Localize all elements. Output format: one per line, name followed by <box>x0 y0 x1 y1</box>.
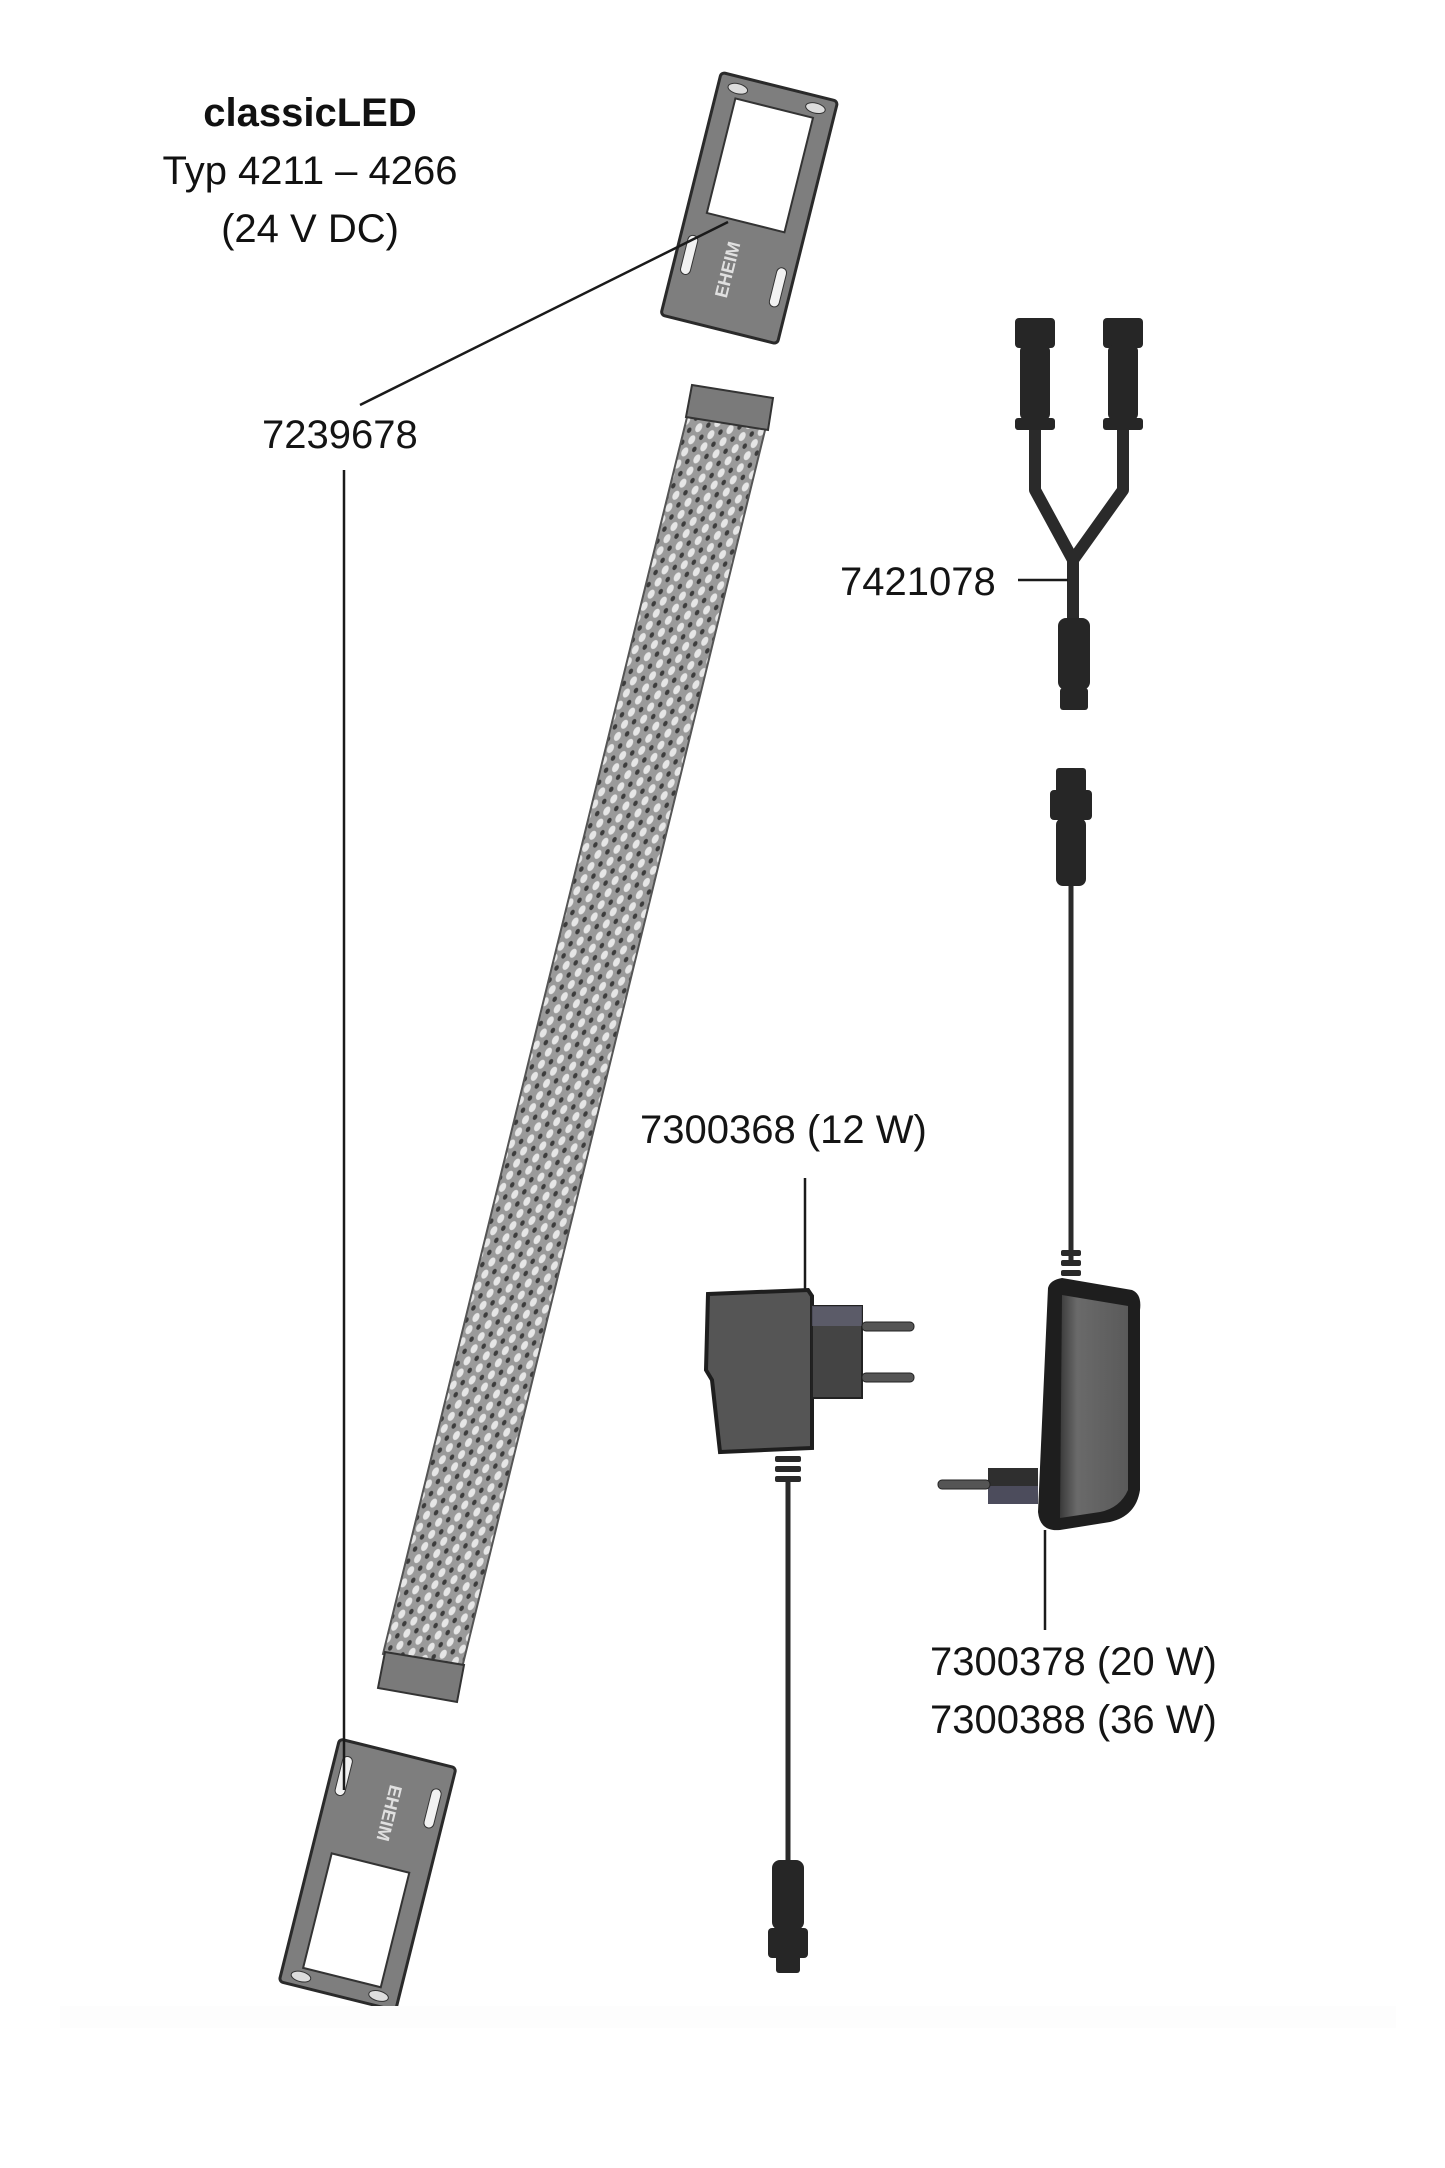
end-cap-top: EHEIM <box>660 71 839 345</box>
type-range: Typ 4211 – 4266 <box>162 149 458 193</box>
part-label-power-supply-36w: 7300388 (36 W) <box>930 1698 1217 1742</box>
bottom-margin-strip <box>60 2006 1396 2028</box>
part-label-power-supply-small: 7300368 (12 W) <box>640 1108 927 1152</box>
power-supply-small <box>703 1178 915 1973</box>
product-title: classicLED <box>203 91 417 135</box>
part-label-power-supply-20w: 7300378 (20 W) <box>930 1640 1217 1684</box>
power-supply-large <box>937 768 1141 1630</box>
title-block: classicLED Typ 4211 – 4266 (24 V DC) <box>130 84 490 258</box>
end-cap-bottom: EHEIM <box>278 1738 457 2012</box>
y-splitter-cable <box>1015 318 1143 710</box>
voltage-spec: (24 V DC) <box>221 207 399 251</box>
leader-lines-7239678 <box>342 220 729 1790</box>
part-label-y-splitter: 7421078 <box>840 560 996 604</box>
part-label-end-cap: 7239678 <box>262 413 418 457</box>
led-tube <box>376 383 775 1704</box>
